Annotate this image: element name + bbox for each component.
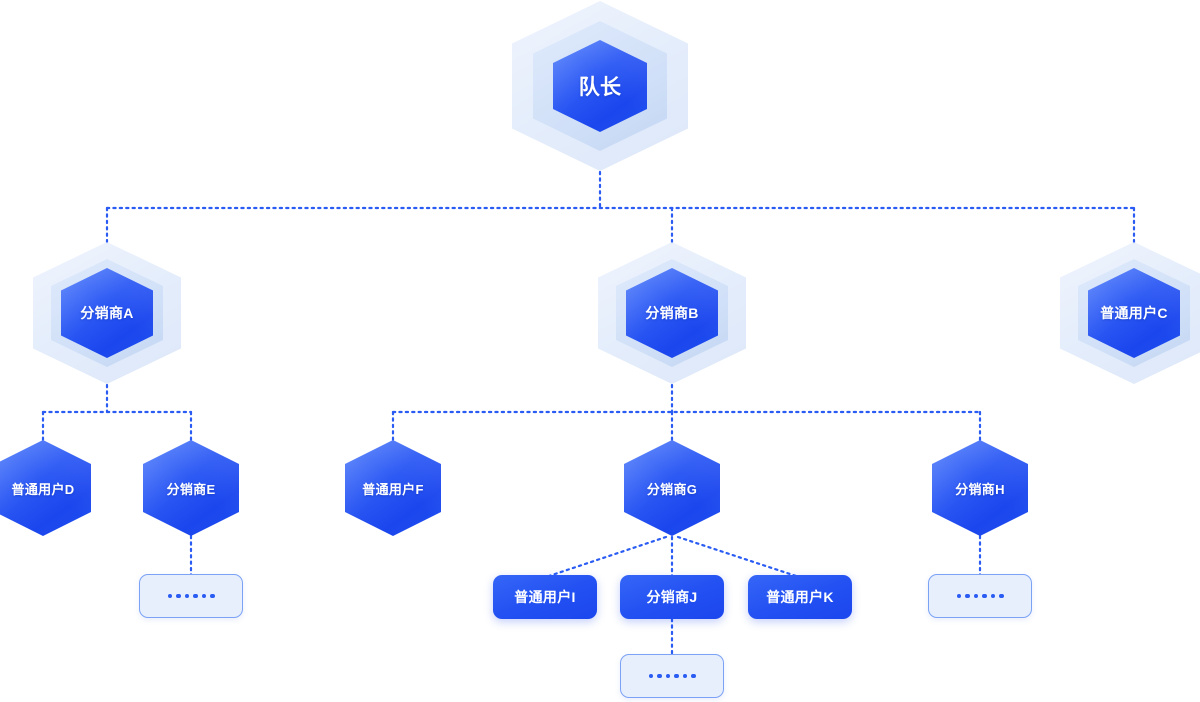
- node-distributor-e[interactable]: 分销商E: [143, 440, 239, 536]
- node-user-c[interactable]: 普通用户C: [1060, 242, 1200, 384]
- ellipsis-dots-icon: [167, 593, 215, 599]
- ellipsis-box: [928, 574, 1032, 618]
- node-label: 分销商J: [620, 575, 724, 619]
- node-more-under-distributor-e[interactable]: [139, 574, 243, 618]
- node-distributor-a[interactable]: 分销商A: [33, 242, 181, 384]
- node-label: 普通用户K: [748, 575, 852, 619]
- hexagon-core-icon: [1088, 268, 1180, 358]
- hexagon-core-icon: [553, 40, 647, 132]
- node-distributor-h[interactable]: 分销商H: [932, 440, 1028, 536]
- hexagon-distributor-b: 分销商B: [598, 242, 746, 384]
- node-label: 分销商H: [955, 481, 1005, 497]
- node-label: 分销商A: [80, 305, 134, 321]
- node-label: 分销商G: [646, 481, 698, 497]
- hexagon-core-icon: [345, 440, 441, 536]
- node-label: 普通用户C: [1100, 305, 1168, 321]
- node-label: 分销商E: [166, 481, 216, 497]
- node-captain[interactable]: 队长: [512, 1, 688, 171]
- node-distributor-g[interactable]: 分销商G: [624, 440, 720, 536]
- node-label: 普通用户D: [11, 481, 75, 497]
- node-user-k[interactable]: 普通用户K: [748, 575, 852, 619]
- hexagon-distributor-a: 分销商A: [33, 242, 181, 384]
- hexagon-distributor-h: 分销商H: [932, 440, 1028, 536]
- node-label: 普通用户I: [493, 575, 597, 619]
- node-distributor-j[interactable]: 分销商J: [620, 575, 724, 619]
- node-user-d[interactable]: 普通用户D: [0, 440, 91, 536]
- node-label: 分销商B: [645, 305, 699, 321]
- hexagon-core-icon: [624, 440, 720, 536]
- edge-dist-g-user-i: [547, 535, 668, 578]
- ellipsis-box: [620, 654, 724, 698]
- hexagon-distributor-e: 分销商E: [143, 440, 239, 536]
- hexagon-distributor-g: 分销商G: [624, 440, 720, 536]
- edge-dist-g-user-k: [676, 535, 798, 578]
- node-user-i[interactable]: 普通用户I: [493, 575, 597, 619]
- node-more-under-distributor-h[interactable]: [928, 574, 1032, 618]
- node-label: 普通用户F: [362, 481, 424, 497]
- hexagon-user-f: 普通用户F: [345, 440, 441, 536]
- node-user-f[interactable]: 普通用户F: [345, 440, 441, 536]
- hexagon-core-icon: [932, 440, 1028, 536]
- hexagon-user-c: 普通用户C: [1060, 242, 1200, 384]
- node-distributor-b[interactable]: 分销商B: [598, 242, 746, 384]
- node-label: 队长: [578, 76, 622, 99]
- hexagon-captain: 队长: [512, 1, 688, 171]
- hexagon-user-d: 普通用户D: [0, 440, 91, 536]
- hexagon-core-icon: [143, 440, 239, 536]
- ellipsis-dots-icon: [648, 673, 696, 679]
- ellipsis-box: [139, 574, 243, 618]
- node-more-under-distributor-j[interactable]: [620, 654, 724, 698]
- ellipsis-dots-icon: [956, 593, 1004, 599]
